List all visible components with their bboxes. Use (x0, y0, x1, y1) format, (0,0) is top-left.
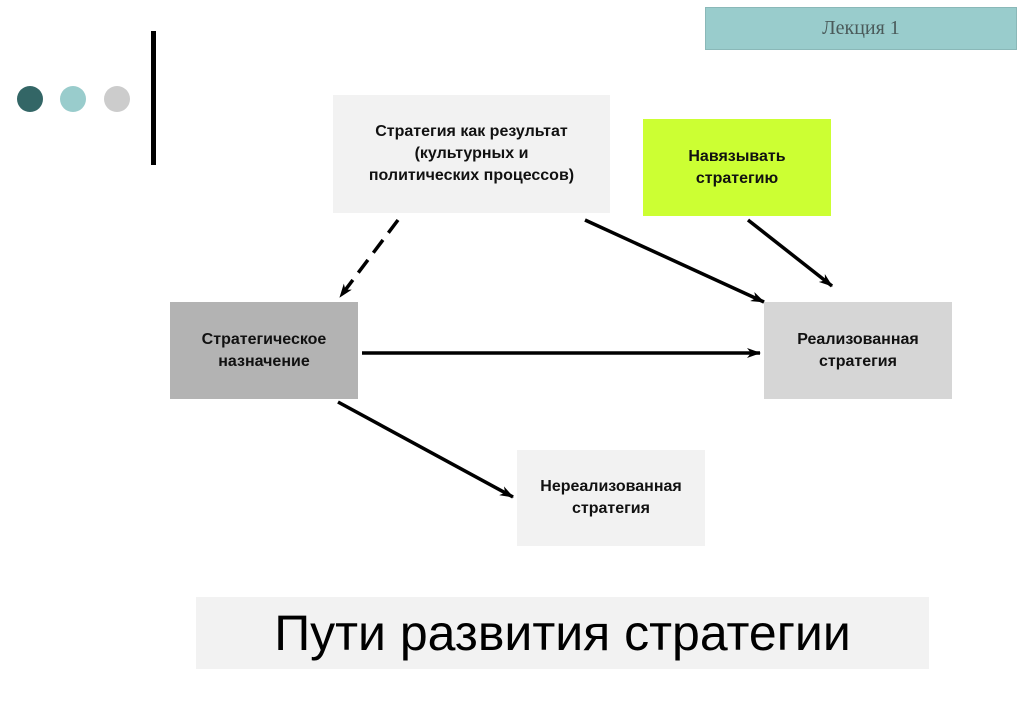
node-impose-strategy: Навязывать стратегию (643, 119, 831, 216)
decor-dot-3 (104, 86, 130, 112)
edge-result-to-realized (584, 218, 765, 304)
edge-purpose-to-unrealized (337, 400, 514, 499)
edge-impose-to-realized (746, 218, 834, 288)
decor-dot-1 (17, 86, 43, 112)
node-impose-strategy-label: Навязывать стратегию (688, 147, 786, 187)
node-strategy-as-result: Стратегия как результат (культурных и по… (333, 95, 610, 213)
decor-dot-2 (60, 86, 86, 112)
node-unrealized-strategy: Нереализованная стратегия (517, 450, 705, 546)
node-strategic-purpose-label: Стратегическое назначение (201, 330, 327, 370)
decor-vertical-bar (151, 31, 156, 165)
node-unrealized-strategy-label: Нереализованная стратегия (540, 478, 682, 517)
edge-result-to-purpose (338, 218, 400, 299)
slide-title: Пути развития стратегии (196, 597, 929, 669)
node-realized-strategy: Реализованная стратегия (764, 302, 952, 399)
lecture-label-text: Лекция 1 (822, 17, 900, 39)
slide-title-text: Пути развития стратегии (274, 605, 851, 661)
node-strategy-as-result-label: Стратегия как результат (культурных и по… (368, 123, 575, 184)
node-strategic-purpose: Стратегическое назначение (170, 302, 358, 399)
node-realized-strategy-label: Реализованная стратегия (797, 330, 919, 370)
lecture-label: Лекция 1 (705, 7, 1017, 50)
